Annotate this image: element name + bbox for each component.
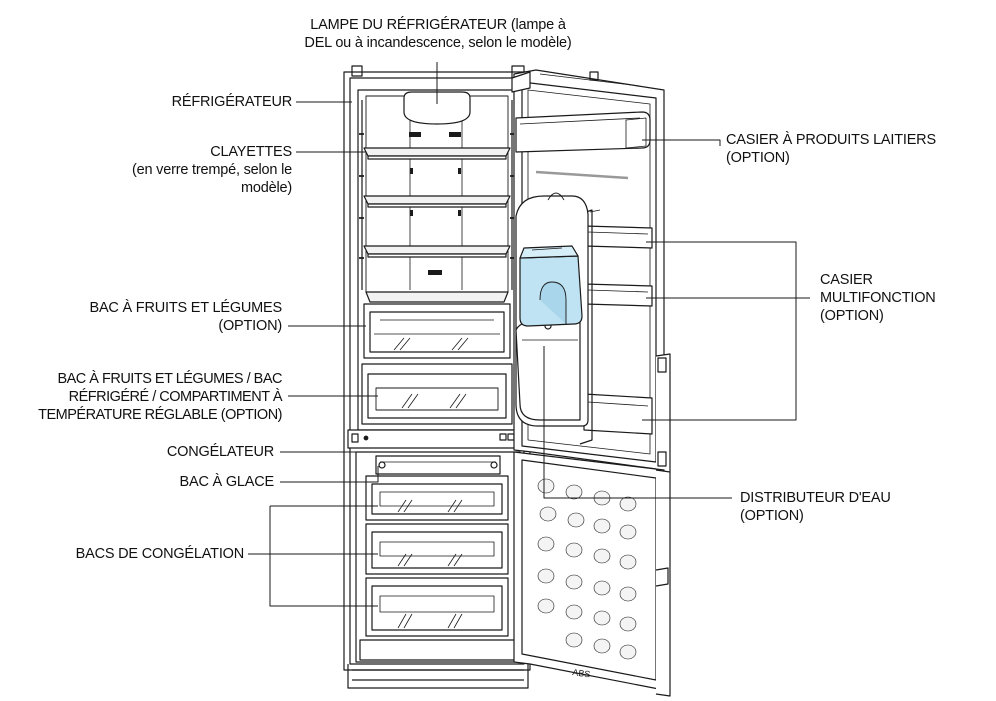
label-lamp: LAMPE DU RÉFRIGÉRATEUR (lampe à DEL ou à… [304, 17, 572, 51]
label-shelves: CLAYETTES (en verre trempé, selon le mod… [131, 144, 292, 196]
leader-water [543, 346, 732, 499]
fridge-door [511, 69, 671, 475]
label-fridge: RÉFRIGÉRATEUR [171, 94, 293, 110]
label-ice-tray: BAC À GLACE [179, 474, 275, 490]
door-logo: ABS [572, 667, 591, 679]
crisper-drawer [363, 303, 511, 359]
multi-drawer [361, 363, 513, 425]
leader-freezer-drawers [248, 505, 378, 607]
water-tank [519, 245, 583, 327]
label-crisper: BAC À FRUITS ET LÉGUMES (OPTION) [89, 300, 282, 334]
lamp-housing [403, 91, 471, 125]
ice-dimples [537, 478, 637, 660]
door-bins [579, 209, 653, 445]
label-dairy: CASIER À PRODUITS LAITIERS (OPTION) [726, 132, 936, 166]
dairy-compartment [515, 111, 651, 153]
leader-door-bins [642, 241, 810, 421]
label-door-bins: CASIER MULTIFONCTION (OPTION) [820, 272, 936, 324]
label-freezer: CONGÉLATEUR [166, 444, 274, 460]
ice-tray [375, 455, 501, 475]
freezer-door: ABS [513, 451, 671, 697]
leader-dairy [642, 139, 721, 146]
glass-shelves [363, 147, 511, 303]
leader-lines [248, 62, 810, 607]
divider-panel [347, 429, 527, 449]
freezer-drawer-2 [365, 523, 509, 575]
label-water: DISTRIBUTEUR D'EAU (OPTION) [740, 490, 891, 524]
label-multi-drawer: BAC À FRUITS ET LÉGUMES / BAC RÉFRIGÉRÉ … [38, 371, 282, 423]
freezer-compartment [355, 451, 521, 663]
fridge-compartment [357, 89, 517, 431]
freezer-drawer-1 [365, 475, 509, 521]
freezer-drawer-3 [365, 577, 509, 637]
leader-ice-tray [280, 466, 379, 483]
label-freezer-drawers: BACS DE CONGÉLATION [75, 546, 245, 562]
